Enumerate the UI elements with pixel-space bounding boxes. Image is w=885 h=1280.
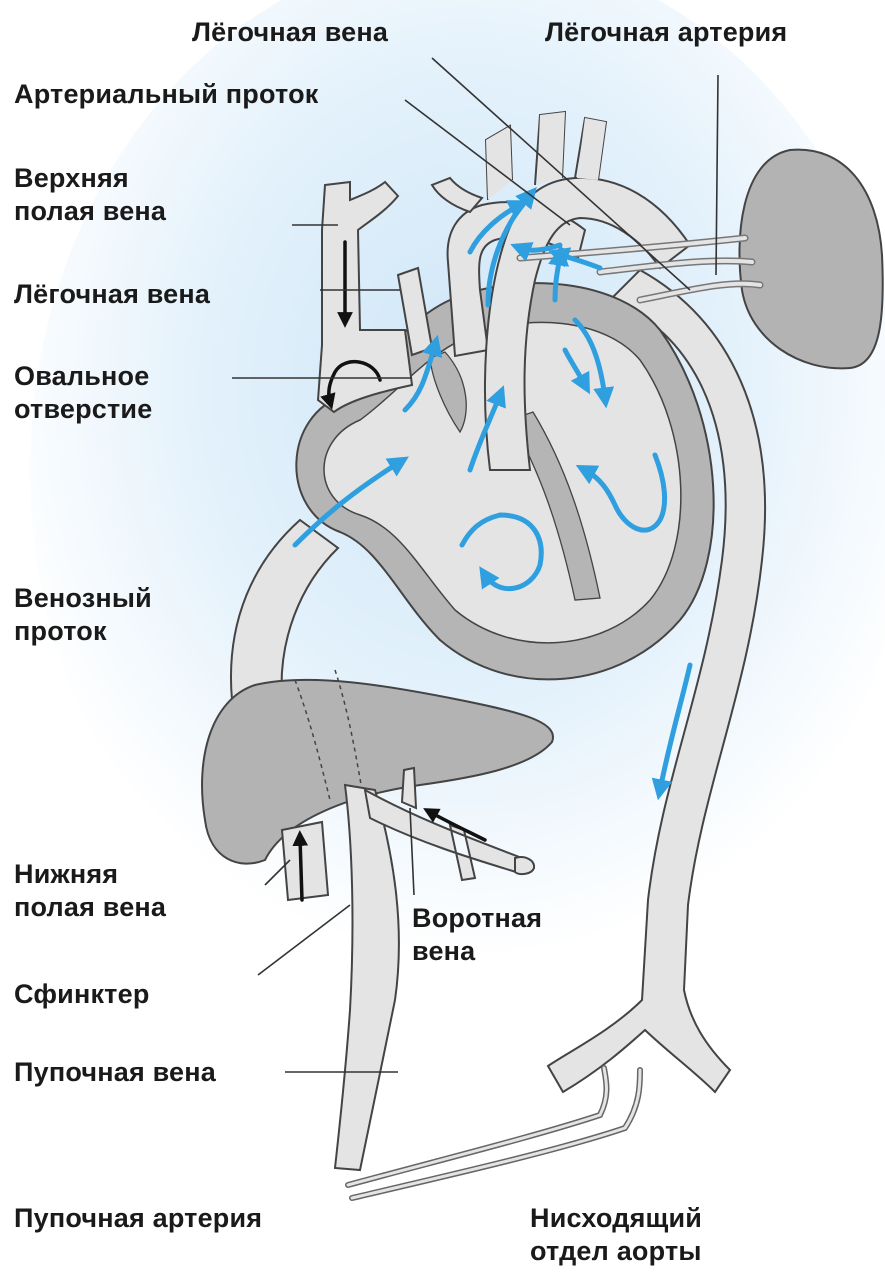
- label-descending-aorta: Нисходящий отдел аорты: [530, 1202, 702, 1268]
- umbilical-arteries: [348, 1068, 640, 1198]
- label-pulmonary-artery: Лёгочная артерия: [545, 16, 787, 49]
- label-pulmonary-vein-top: Лёгочная вена: [192, 16, 388, 49]
- label-portal-vein: Воротная вена: [412, 902, 542, 968]
- label-ductus-arteriosus: Артериальный проток: [14, 78, 319, 111]
- label-umbilical-vein: Пупочная вена: [14, 1056, 216, 1089]
- label-ductus-venosus: Венозный проток: [14, 582, 152, 648]
- umbilical-arteries-inner: [348, 1068, 640, 1198]
- label-umbilical-artery: Пупочная артерия: [14, 1202, 262, 1235]
- label-superior-vena-cava: Верхняя полая вена: [14, 162, 166, 228]
- label-foramen-ovale: Овальное отверстие: [14, 360, 152, 426]
- portal-vein-tip: [515, 857, 534, 874]
- label-inferior-vena-cava: Нижняя полая вена: [14, 858, 166, 924]
- label-sphincter: Сфинктер: [14, 978, 150, 1011]
- label-pulmonary-vein-left: Лёгочная вена: [14, 278, 210, 311]
